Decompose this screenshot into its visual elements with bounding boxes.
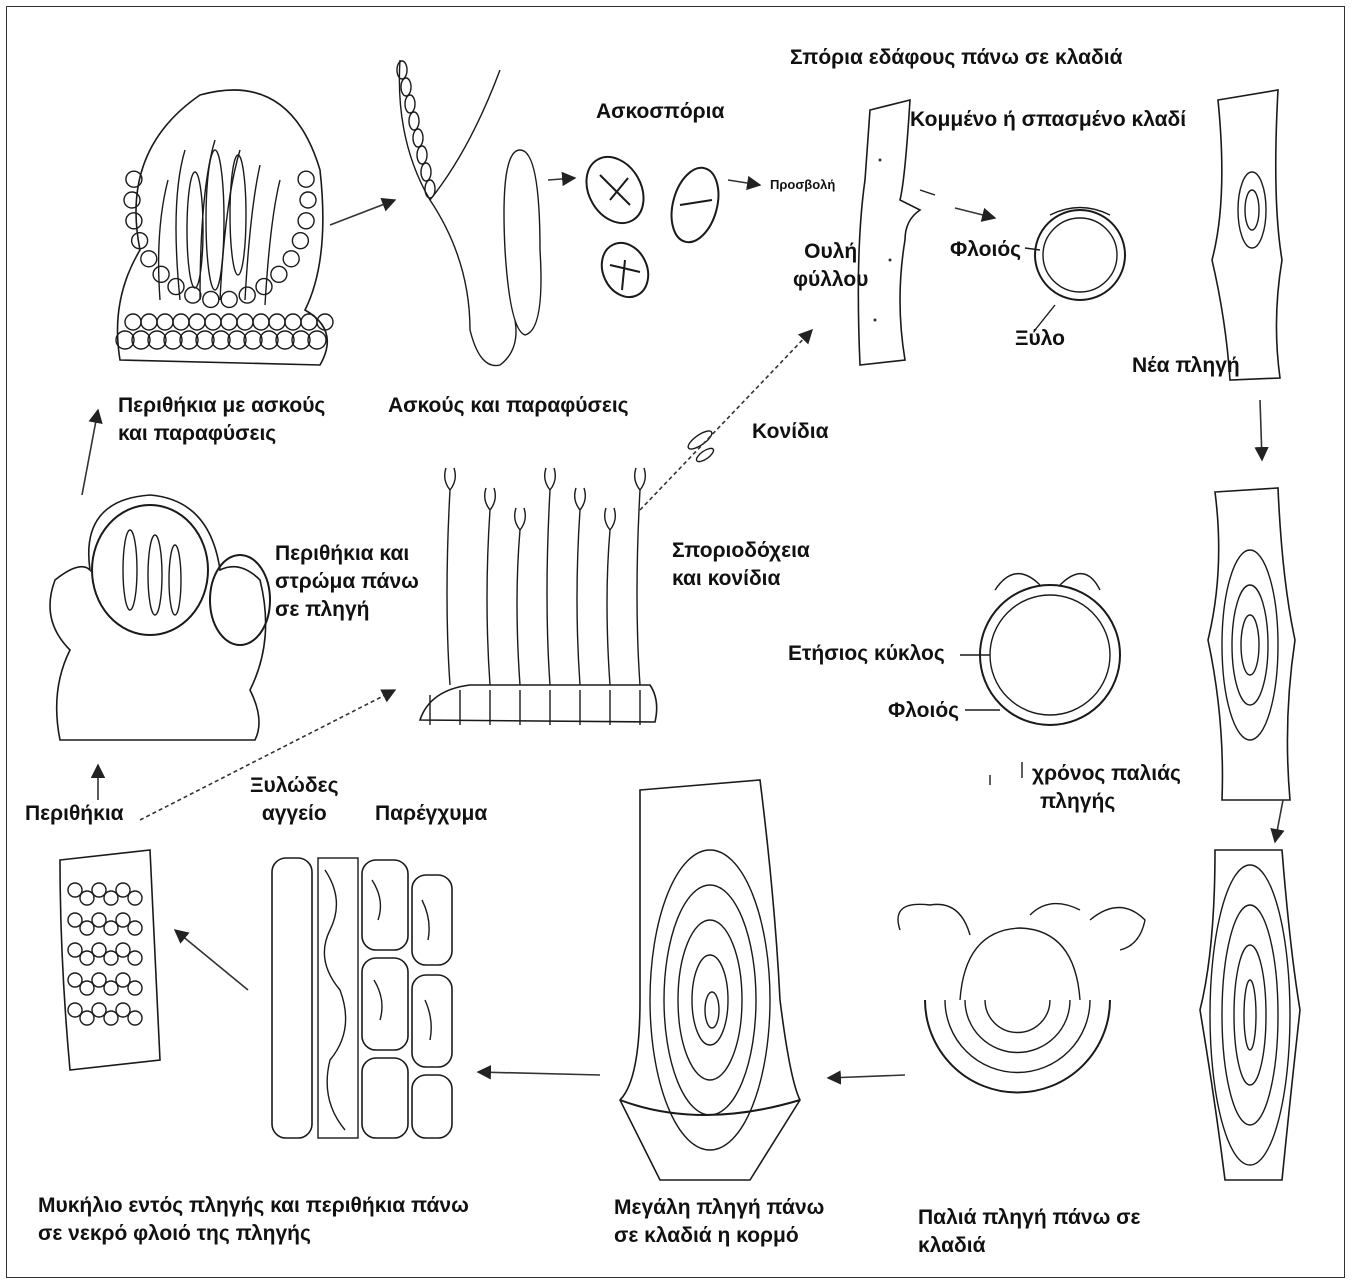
label-conidia: Κονίδια [752, 418, 829, 446]
conidiophore [635, 468, 646, 685]
bark-perithecia-drawing [60, 850, 160, 1070]
spore-bead [409, 112, 419, 130]
label-annual-ring: Ετήσιος κύκλος [788, 640, 945, 668]
label-asci-paraphyses: Ασκούς και παραφύσεις [388, 392, 629, 420]
spore-bead [405, 95, 415, 113]
label-bark-top: Φλοιός [950, 236, 1021, 264]
canker-stem-drawing [1208, 488, 1295, 800]
label-bark-middle: Φλοιός [888, 697, 959, 725]
label-ascospores: Ασκοσπόρια [596, 98, 724, 126]
sporodochium-drawing [420, 468, 657, 725]
conidiophore [515, 508, 526, 685]
canker-stem-drawing [620, 780, 800, 1180]
label-parenchyma: Παρέγχυμα [375, 800, 487, 828]
label-infection: Προσβολή [770, 171, 835, 199]
label-soil-spores: Σπόρια εδάφους πάνω σε κλαδιά [790, 44, 1123, 72]
perithecium-drawing [116, 90, 333, 365]
conidiophore [575, 488, 586, 685]
label-cut-branch: Κομμένο ή σπασμένο κλαδί [910, 106, 1186, 134]
branch-drawing [858, 100, 920, 365]
spore-bead [417, 146, 427, 164]
label-new-canker: Νέα πληγή [1132, 352, 1240, 380]
conidiophore [485, 488, 496, 685]
branch-cross-section-drawing [1035, 208, 1125, 301]
conidiophore [605, 508, 616, 685]
label-wood: Ξύλο [1015, 325, 1065, 353]
spore-bead [425, 180, 435, 198]
ascus-drawing [397, 60, 541, 366]
canker-stem-drawing [1212, 90, 1282, 380]
spore-bead [421, 163, 431, 181]
spore-bead [397, 61, 407, 79]
perithecium-drawing [50, 495, 270, 740]
branch-cross-section-drawing [898, 904, 1145, 1093]
canker-stem-drawing [1200, 850, 1300, 1180]
spore-bead [413, 129, 423, 147]
conidiophore [545, 468, 556, 685]
branch-cross-section-drawing [980, 574, 1120, 725]
label-perithecia: Περιθήκια [25, 800, 124, 828]
label-leaf-scar: Ουλήφύλλου [793, 238, 868, 294]
spore-bead [401, 78, 411, 96]
ascospore-drawing [575, 147, 726, 305]
conidiophore [445, 468, 456, 685]
mycelium-tissue-drawing [272, 858, 452, 1138]
